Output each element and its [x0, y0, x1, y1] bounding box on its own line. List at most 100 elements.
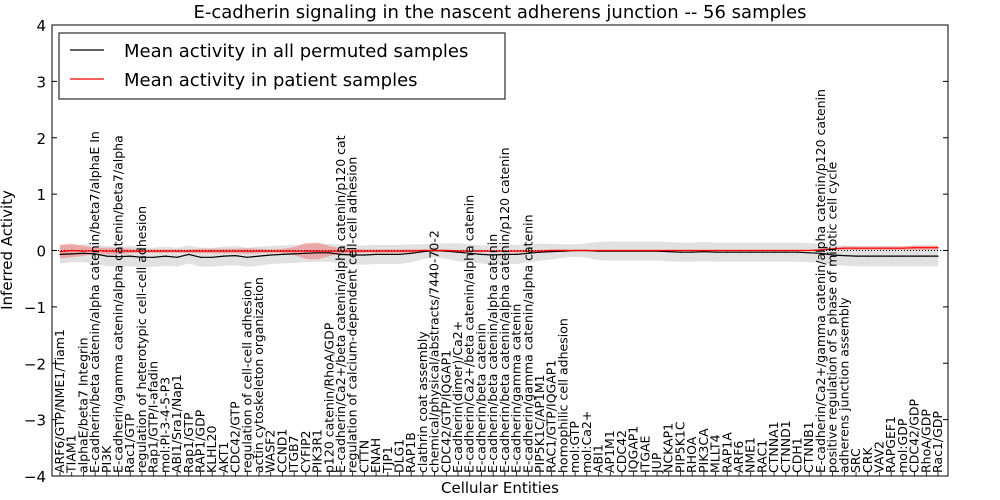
data-point	[609, 249, 611, 252]
data-point	[153, 256, 155, 258]
x-tick-label: PIK3R1	[310, 429, 325, 473]
data-point	[270, 250, 272, 252]
data-point	[679, 251, 682, 253]
data-point	[492, 254, 494, 256]
x-tick-label: E-cadherin/beta catenin	[473, 323, 488, 473]
x-tick-label: mol:GDP	[895, 418, 910, 473]
data-point	[281, 253, 283, 255]
data-point	[796, 251, 799, 253]
data-point	[117, 256, 120, 258]
data-point	[539, 251, 541, 253]
x-tick-label: ABI1	[591, 444, 606, 473]
x-tick-label: homophilic cell adhesion	[555, 318, 570, 473]
x-tick-label: actin cytoskeleton organization	[251, 277, 266, 473]
data-point	[363, 250, 365, 252]
x-tick-label: CDC42	[614, 430, 629, 473]
x-tick-label: regulation of calcium-dependent cell-cel…	[345, 157, 360, 473]
x-tick-label: E-cadherin/beta catenin/alpha catenin/p1…	[497, 147, 512, 473]
data-point	[94, 253, 96, 255]
x-tick-label: JUP	[649, 452, 664, 474]
x-tick-label: CDH1	[790, 437, 805, 473]
data-point	[937, 247, 939, 249]
x-tick-label: RhoA/GDP	[918, 409, 933, 473]
data-point	[586, 249, 588, 252]
data-point	[258, 255, 260, 257]
x-tick-label: E-cadherin/beta catenin/alpha catenin/be…	[87, 131, 102, 473]
x-tick-label: Rap1/GTP/I-afadin	[146, 361, 161, 473]
y-tick-label: 1	[36, 186, 46, 204]
data-point	[656, 249, 658, 252]
x-tick-label: E-cadherin/beta catenin/alpha catenin	[485, 234, 500, 473]
data-point	[434, 249, 436, 252]
x-tick-label: TIAM1	[64, 434, 79, 474]
x-tick-label: SRC	[848, 448, 863, 473]
data-point	[422, 249, 424, 252]
data-point	[715, 249, 717, 252]
data-point	[925, 247, 927, 249]
x-tick-label: ITGAE	[637, 435, 652, 473]
data-point	[410, 252, 412, 254]
data-point	[469, 252, 471, 254]
data-point	[796, 249, 799, 252]
data-point	[843, 255, 845, 257]
data-point	[445, 249, 447, 252]
data-point	[914, 247, 916, 249]
data-point	[726, 249, 728, 252]
x-tick-label: RAP1/GDP	[193, 409, 208, 473]
data-point	[668, 249, 670, 252]
data-point	[398, 250, 401, 252]
data-point	[937, 255, 939, 257]
data-point	[832, 248, 834, 250]
data-point	[516, 253, 518, 255]
data-point	[141, 256, 143, 258]
x-tick-label: Rac1/GDP	[930, 411, 945, 473]
data-point	[223, 250, 225, 252]
data-point	[199, 256, 202, 258]
data-point	[129, 250, 131, 252]
x-tick-label: KLHL20	[204, 426, 219, 473]
x-tick-label: RAC1/GTP/IQGAP1	[544, 360, 559, 473]
data-point	[925, 255, 927, 257]
data-point	[890, 247, 892, 249]
data-point	[352, 250, 354, 252]
x-tick-label: RAP1B	[403, 432, 418, 473]
x-tick-label: MLLT4	[708, 434, 723, 473]
data-point	[176, 250, 178, 252]
data-point	[551, 249, 553, 252]
data-point	[890, 255, 892, 257]
x-tick-label: CRK	[860, 447, 875, 473]
x-tick-label: ARF6	[731, 441, 746, 473]
data-point	[106, 250, 108, 252]
legend-box	[58, 32, 506, 100]
data-point	[469, 250, 471, 252]
x-tick-label: VAV2	[872, 441, 887, 473]
x-tick-label: NCKAP1	[661, 423, 676, 473]
data-point	[457, 250, 459, 252]
data-point	[832, 254, 834, 256]
data-point	[270, 254, 272, 256]
data-point	[820, 252, 822, 254]
x-tick-label: CTTN	[356, 440, 371, 473]
x-tick-label: CTNNB1	[801, 421, 816, 473]
data-point	[703, 251, 705, 253]
x-tick-label: RAC1	[754, 440, 769, 473]
y-tick-label: −3	[24, 412, 46, 430]
x-tick-label: RAPGEF1	[883, 416, 898, 473]
data-point	[340, 253, 342, 255]
legend: Mean activity in all permuted samples Me…	[58, 32, 506, 100]
data-point	[867, 247, 869, 249]
data-point	[410, 250, 412, 252]
x-tick-label: NME1	[743, 437, 758, 473]
data-point	[375, 250, 377, 252]
mean-activity-in-patient-samples-line	[59, 247, 938, 253]
data-point	[223, 255, 225, 257]
data-point	[387, 253, 389, 255]
data-point	[82, 250, 84, 252]
data-point	[375, 253, 377, 255]
data-point	[516, 250, 518, 252]
x-tick-label: ABI1/Sra1/Nap1	[169, 374, 184, 473]
data-point	[59, 251, 61, 253]
